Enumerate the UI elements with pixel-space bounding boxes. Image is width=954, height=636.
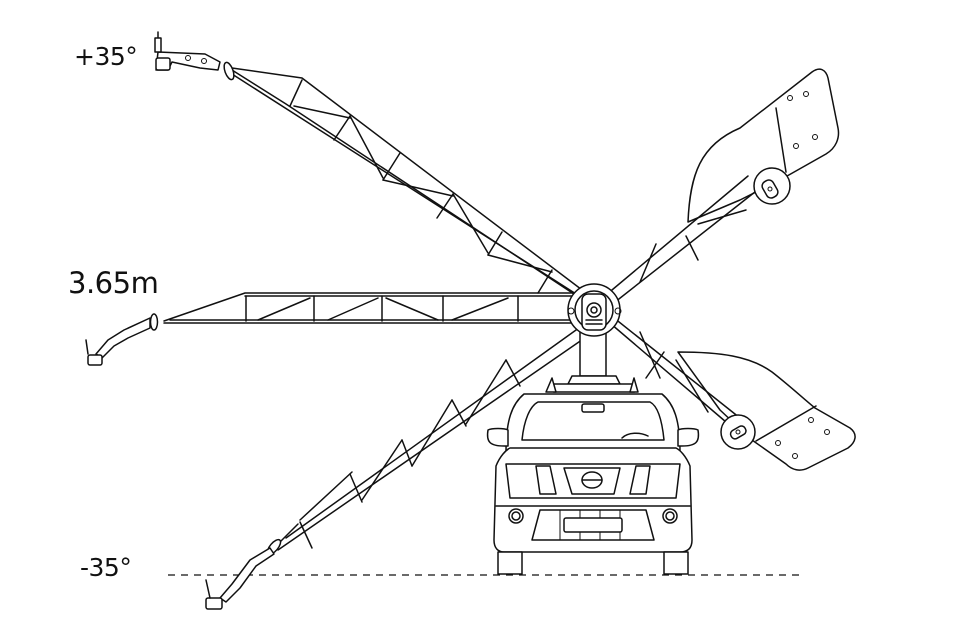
pulley-upper	[753, 167, 791, 205]
arm-lowered	[205, 175, 761, 610]
pivot-head	[567, 283, 622, 377]
counterweight-upper	[687, 68, 840, 223]
counterweight-lower	[677, 351, 856, 471]
arm-length-label: 3.65m	[68, 266, 159, 300]
pickup-truck	[486, 375, 700, 575]
arm-horizontal	[85, 292, 581, 366]
arm-raised	[154, 31, 741, 423]
pulley-lower	[720, 414, 756, 450]
angle-down-label: -35°	[80, 553, 132, 582]
angle-up-label: +35°	[74, 42, 138, 71]
